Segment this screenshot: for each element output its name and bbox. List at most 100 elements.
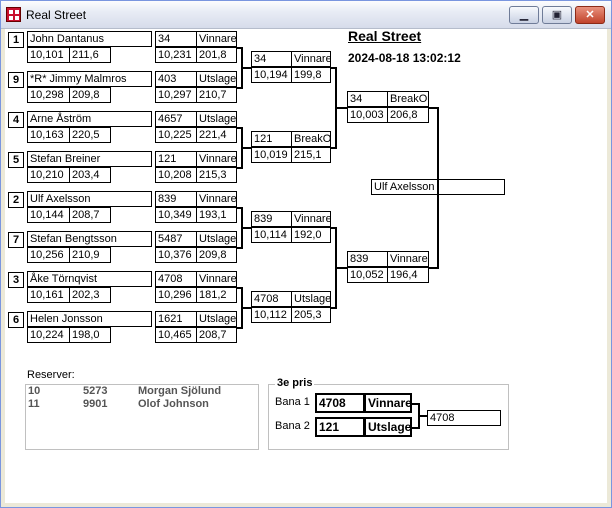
- minimize-button[interactable]: ▁: [509, 6, 539, 24]
- result-label: Vinnare: [196, 31, 237, 47]
- reserve-pos: 11: [28, 398, 40, 410]
- car-number[interactable]: 34: [251, 51, 292, 67]
- speed-value: 201,8: [196, 47, 237, 63]
- bracket-line: [335, 267, 347, 269]
- reaction-time: 10,298: [27, 87, 70, 103]
- result-label: Utslagen: [291, 291, 331, 307]
- speed-value: 208,7: [69, 207, 111, 223]
- speed-value: 209,8: [196, 247, 237, 263]
- reaction-time: 10,349: [155, 207, 197, 223]
- reaction-time: 10,296: [155, 287, 197, 303]
- bracket-line: [331, 227, 337, 229]
- car-number[interactable]: 4657: [155, 111, 197, 127]
- bracket-line: [429, 267, 439, 269]
- bracket-line: [237, 167, 243, 169]
- maximize-button[interactable]: ▣: [542, 6, 572, 24]
- result-label: Vinnare: [196, 151, 237, 167]
- result-label: BreakOut: [291, 131, 331, 147]
- car-number[interactable]: 839: [155, 191, 197, 207]
- car-number[interactable]: 4708: [155, 271, 197, 287]
- speed-value: 209,8: [69, 87, 111, 103]
- reaction-time: 10,465: [155, 327, 197, 343]
- reaction-time: 10,256: [27, 247, 70, 263]
- reaction-time: 10,376: [155, 247, 197, 263]
- car-number[interactable]: 839: [251, 211, 292, 227]
- car-number[interactable]: 403: [155, 71, 197, 87]
- speed-value: 198,0: [69, 327, 111, 343]
- lane-car-number[interactable]: 121: [315, 417, 365, 437]
- car-number[interactable]: 121: [155, 151, 197, 167]
- reaction-time: 10,208: [155, 167, 197, 183]
- reaction-time: 10,101: [27, 47, 70, 63]
- bracket-line: [237, 207, 243, 209]
- close-button[interactable]: ✕: [575, 6, 605, 24]
- driver-name[interactable]: Stefan Breiner: [27, 151, 152, 167]
- bracket-line: [335, 107, 347, 109]
- speed-value: 220,5: [69, 127, 111, 143]
- seed-number: 7: [8, 232, 24, 248]
- car-number[interactable]: 1621: [155, 311, 197, 327]
- speed-value: 203,4: [69, 167, 111, 183]
- reserve-num: 5273: [83, 385, 108, 397]
- bracket-line: [331, 67, 337, 69]
- speed-value: 192,0: [291, 227, 331, 243]
- driver-name[interactable]: Åke Törnqvist: [27, 271, 152, 287]
- minimize-icon: ▁: [519, 9, 529, 21]
- result-label: BreakOut: [387, 91, 429, 107]
- bracket-line: [241, 67, 251, 69]
- bracket-line: [437, 107, 439, 269]
- driver-name[interactable]: Ulf Axelsson: [27, 191, 152, 207]
- bracket-line: [241, 147, 251, 149]
- seed-number: 4: [8, 112, 24, 128]
- window-title: Real Street: [26, 8, 87, 22]
- result-label: Vinnare: [291, 51, 331, 67]
- result-label: Utslagen: [196, 311, 237, 327]
- bracket-line: [331, 147, 337, 149]
- title-bar[interactable]: Real Street ▁ ▣ ✕: [1, 1, 611, 29]
- bracket-line: [237, 87, 243, 89]
- reaction-time: 10,231: [155, 47, 197, 63]
- seed-number: 1: [8, 32, 24, 48]
- lane-car-number[interactable]: 4708: [315, 393, 365, 413]
- speed-value: 181,2: [196, 287, 237, 303]
- lane-result: Vinnare: [364, 393, 412, 413]
- close-icon: ✕: [585, 9, 595, 21]
- reserves-label: Reserver:: [25, 369, 77, 381]
- seed-number: 9: [8, 72, 24, 88]
- driver-name[interactable]: Stefan Bengtsson: [27, 231, 152, 247]
- bracket-line: [237, 247, 243, 249]
- driver-name[interactable]: Helen Jonsson: [27, 311, 152, 327]
- lane-result: Utslagen: [364, 417, 412, 437]
- car-number[interactable]: 34: [347, 91, 388, 107]
- bracket-line: [412, 427, 420, 429]
- page-title: Real Street: [348, 28, 422, 44]
- speed-value: 210,7: [196, 87, 237, 103]
- bracket-line: [237, 327, 243, 329]
- car-number[interactable]: 5487: [155, 231, 197, 247]
- speed-value: 193,1: [196, 207, 237, 223]
- reserve-pos: 10: [28, 385, 41, 397]
- bracket-line: [241, 227, 251, 229]
- speed-value: 196,4: [387, 267, 429, 283]
- seed-number: 2: [8, 192, 24, 208]
- reserve-name: Morgan Sjölund: [138, 385, 222, 397]
- car-number[interactable]: 34: [155, 31, 197, 47]
- speed-value: 215,1: [291, 147, 331, 163]
- reserve-num: 9901: [83, 398, 108, 410]
- reaction-time: 10,052: [347, 267, 388, 283]
- driver-name[interactable]: John Dantanus: [27, 31, 152, 47]
- driver-name[interactable]: *R* Jimmy Malmros: [27, 71, 152, 87]
- car-number[interactable]: 4708: [251, 291, 292, 307]
- seed-number: 6: [8, 312, 24, 328]
- car-number[interactable]: 121: [251, 131, 292, 147]
- third-place-label: 3e pris: [275, 377, 315, 389]
- reaction-time: 10,112: [251, 307, 292, 323]
- driver-name[interactable]: Arne Åström: [27, 111, 152, 127]
- reaction-time: 10,114: [251, 227, 292, 243]
- result-label: Vinnare: [196, 271, 237, 287]
- bracket-line: [241, 307, 251, 309]
- reaction-time: 10,225: [155, 127, 197, 143]
- car-number[interactable]: 839: [347, 251, 388, 267]
- speed-value: 199,8: [291, 67, 331, 83]
